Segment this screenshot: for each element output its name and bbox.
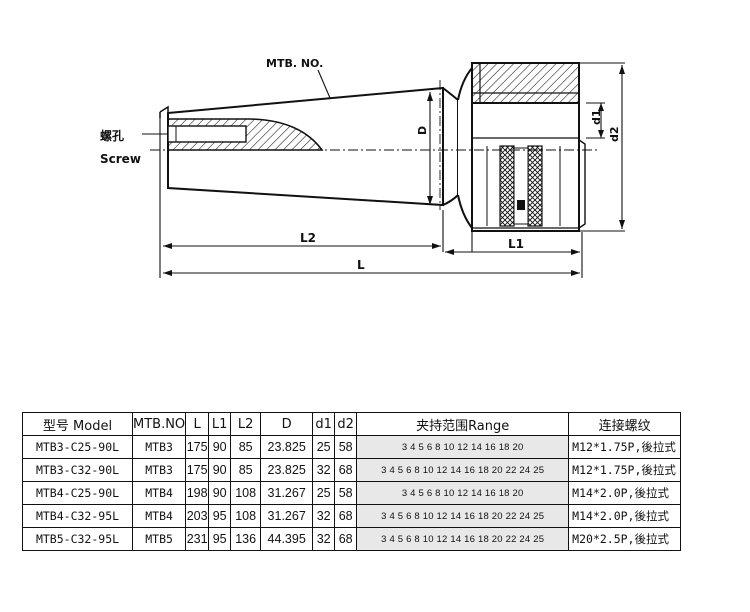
cell-thread: M20*2.5P,後拉式 bbox=[568, 527, 682, 551]
header-thread: 连接螺纹 bbox=[568, 412, 682, 436]
flange bbox=[442, 65, 473, 231]
cell-range: 3 4 5 6 8 10 12 14 16 18 20 22 24 25 bbox=[356, 527, 570, 551]
d2-label: d2 bbox=[608, 126, 621, 142]
cell-thread: M14*2.0P,後拉式 bbox=[568, 504, 682, 528]
l1-label: L1 bbox=[508, 237, 524, 251]
cell-l2: 85 bbox=[230, 435, 262, 459]
cell-d1: 32 bbox=[312, 458, 336, 482]
table-header-row: 型号 Model MTB.NO L L1 L2 D d1 d2 夹持范围Rang… bbox=[22, 412, 682, 436]
screw-cn-label: 螺孔 bbox=[100, 128, 124, 143]
cell-d2: 58 bbox=[334, 481, 358, 505]
cell-d: 23.825 bbox=[260, 435, 314, 459]
cell-l1: 90 bbox=[208, 435, 232, 459]
cell-l2: 136 bbox=[230, 527, 262, 551]
cell-l: 231 bbox=[185, 527, 210, 551]
spec-table: 型号 Model MTB.NO L L1 L2 D d1 d2 夹持范围Rang… bbox=[22, 412, 682, 551]
cell-d1: 32 bbox=[312, 527, 336, 551]
header-l2: L2 bbox=[230, 412, 262, 436]
table-row: MTB3-C25-90L MTB3 175 90 85 23.825 25 58… bbox=[22, 435, 682, 459]
centerlines bbox=[150, 80, 600, 210]
cell-range: 3 4 5 6 8 10 12 14 16 18 20 22 24 25 bbox=[356, 458, 570, 482]
cell-l1: 95 bbox=[208, 504, 232, 528]
header-range: 夹持范围Range bbox=[356, 412, 570, 436]
cell-model: MTB4-C25-90L bbox=[22, 481, 133, 505]
cell-d: 31.267 bbox=[260, 481, 314, 505]
mtb-no-label: MTB. NO. bbox=[266, 57, 323, 70]
cell-l: 203 bbox=[185, 504, 210, 528]
table-row: MTB5-C32-95L MTB5 231 95 136 44.395 32 6… bbox=[22, 527, 682, 551]
cell-l: 198 bbox=[185, 481, 210, 505]
cell-thread: M12*1.75P,後拉式 bbox=[568, 458, 682, 482]
cell-d2: 58 bbox=[334, 435, 358, 459]
cell-model: MTB4-C32-95L bbox=[22, 504, 133, 528]
header-l: L bbox=[185, 412, 210, 436]
cell-l1: 95 bbox=[208, 527, 232, 551]
cell-mtb-no: MTB3 bbox=[131, 435, 187, 459]
technical-drawing: MTB. NO. 螺孔 Screw D d1 d2 L2 L1 L bbox=[100, 57, 625, 278]
cell-l: 175 bbox=[185, 435, 210, 459]
header-l1: L1 bbox=[208, 412, 232, 436]
taper-shank bbox=[159, 86, 444, 207]
cell-range: 3 4 5 6 8 10 12 14 16 18 20 bbox=[356, 435, 570, 459]
l-label: L bbox=[357, 258, 365, 272]
cell-l2: 108 bbox=[230, 481, 262, 505]
l2-label: L2 bbox=[300, 231, 316, 245]
arrowheads bbox=[163, 65, 625, 276]
cell-mtb-no: MTB4 bbox=[131, 481, 187, 505]
header-model: 型号 Model bbox=[22, 412, 133, 436]
cell-d: 31.267 bbox=[260, 504, 314, 528]
cell-range: 3 4 5 6 8 10 12 14 16 18 20 22 24 25 bbox=[356, 504, 570, 528]
screw-en-label: Screw bbox=[100, 152, 141, 166]
table-row: MTB3-C32-90L MTB3 175 90 85 23.825 32 68… bbox=[22, 458, 682, 482]
cell-thread: M12*1.75P,後拉式 bbox=[568, 435, 682, 459]
cell-l2: 108 bbox=[230, 504, 262, 528]
cell-d2: 68 bbox=[334, 527, 358, 551]
table-row: MTB4-C25-90L MTB4 198 90 108 31.267 25 5… bbox=[22, 481, 682, 505]
header-d2: d2 bbox=[334, 412, 358, 436]
collet-nut bbox=[471, 62, 586, 232]
cell-model: MTB3-C32-90L bbox=[22, 458, 133, 482]
cell-l1: 90 bbox=[208, 458, 232, 482]
cell-d2: 68 bbox=[334, 504, 358, 528]
cell-mtb-no: MTB4 bbox=[131, 504, 187, 528]
cell-d: 44.395 bbox=[260, 527, 314, 551]
cell-thread: M14*2.0P,後拉式 bbox=[568, 481, 682, 505]
cell-model: MTB3-C25-90L bbox=[22, 435, 133, 459]
cell-mtb-no: MTB5 bbox=[131, 527, 187, 551]
cell-d1: 32 bbox=[312, 504, 336, 528]
header-d1: d1 bbox=[312, 412, 336, 436]
header-mtb-no: MTB.NO bbox=[131, 412, 187, 436]
cell-l: 175 bbox=[185, 458, 210, 482]
cell-mtb-no: MTB3 bbox=[131, 458, 187, 482]
cell-l2: 85 bbox=[230, 458, 262, 482]
d-label: D bbox=[416, 126, 429, 135]
cell-d1: 25 bbox=[312, 435, 336, 459]
table-row: MTB4-C32-95L MTB4 203 95 108 31.267 32 6… bbox=[22, 504, 682, 528]
d1-label: d1 bbox=[590, 109, 603, 125]
cell-l1: 90 bbox=[208, 481, 232, 505]
cell-range: 3 4 5 6 8 10 12 14 16 18 20 bbox=[356, 481, 570, 505]
cell-d1: 25 bbox=[312, 481, 336, 505]
cell-d: 23.825 bbox=[260, 458, 314, 482]
cell-d2: 68 bbox=[334, 458, 358, 482]
cell-model: MTB5-C32-95L bbox=[22, 527, 133, 551]
header-d: D bbox=[260, 412, 314, 436]
